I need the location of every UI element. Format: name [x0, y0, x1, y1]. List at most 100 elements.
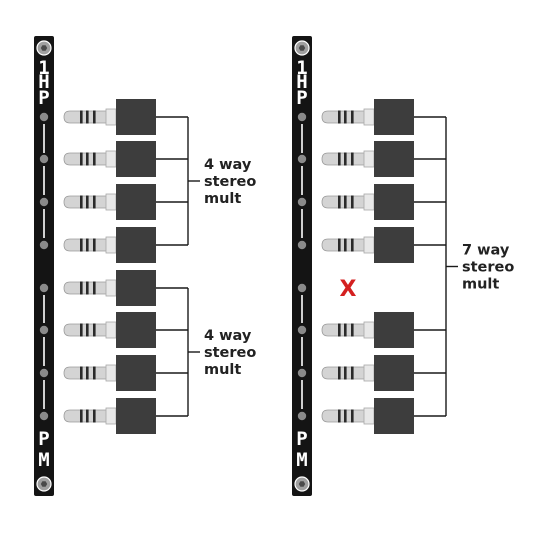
mult-label-line: 4 way [204, 328, 252, 344]
plug-tip [321, 323, 375, 337]
plug-ring [93, 152, 96, 166]
plug-ring [86, 366, 89, 380]
plug [321, 355, 414, 391]
mult-label-line: mult [204, 191, 241, 207]
brand-bottom-char: M [38, 449, 49, 471]
plug-ring [93, 238, 96, 252]
hex-socket-icon [40, 45, 48, 51]
brand-top-char: P [38, 87, 49, 109]
mult-label-line: 7 way [462, 243, 510, 259]
plug-ring [80, 238, 83, 252]
jack-socket [297, 112, 307, 122]
plug-collar [363, 150, 375, 168]
jack-socket [39, 368, 49, 378]
hex-socket-icon [298, 481, 306, 487]
plug-ring [344, 409, 347, 423]
jack-socket [39, 197, 49, 207]
plug-tip [321, 409, 375, 423]
plug-ring [93, 281, 96, 295]
plug-tip [63, 323, 117, 337]
plug-ring [338, 195, 341, 209]
brand-top-char: H [38, 71, 49, 93]
brand-bottom-char: M [296, 449, 307, 471]
plug-ring [86, 152, 89, 166]
plug [321, 312, 414, 348]
plug-tip [63, 110, 117, 124]
plug-tip [321, 238, 375, 252]
plug-collar [105, 108, 117, 126]
plug-ring [344, 366, 347, 380]
plug-collar [105, 193, 117, 211]
plug-ring [351, 409, 354, 423]
plug-collar [105, 150, 117, 168]
mult-label-line: 4 way [204, 157, 252, 173]
plug [63, 312, 156, 348]
jack-socket [297, 240, 307, 250]
plug-ring [80, 195, 83, 209]
plug-body [116, 227, 156, 263]
panel-strip [292, 36, 312, 496]
brand-top-char: 1 [38, 57, 49, 79]
plug-ring [351, 238, 354, 252]
plug [63, 355, 156, 391]
plug-ring [351, 366, 354, 380]
plug-ring [80, 152, 83, 166]
plug-body [116, 398, 156, 434]
brand-top-char: H [296, 71, 307, 93]
brand-bottom-char: P [296, 428, 307, 450]
mult-label-line: mult [204, 362, 241, 378]
plug [321, 227, 414, 263]
jack-socket [297, 368, 307, 378]
unused-jack-mark: X [340, 277, 357, 302]
plug-collar [363, 108, 375, 126]
plug-ring [93, 323, 96, 337]
plug-body [374, 355, 414, 391]
plug-ring [351, 195, 354, 209]
plug-ring [80, 323, 83, 337]
plug [321, 398, 414, 434]
plug-ring [80, 110, 83, 124]
plug-ring [80, 281, 83, 295]
plug-body [116, 184, 156, 220]
plug-body [116, 312, 156, 348]
plug-ring [338, 366, 341, 380]
plug [63, 184, 156, 220]
brand-top-char: 1 [296, 57, 307, 79]
plug-collar [363, 407, 375, 425]
plug [321, 184, 414, 220]
plug-ring [338, 409, 341, 423]
jack-socket [39, 411, 49, 421]
plug-body [116, 141, 156, 177]
jack-socket [297, 283, 307, 293]
plug [63, 270, 156, 306]
plug-ring [351, 152, 354, 166]
plug-ring [86, 195, 89, 209]
plug [63, 141, 156, 177]
plug-body [374, 184, 414, 220]
plug-ring [338, 323, 341, 337]
jack-socket [297, 325, 307, 335]
plug-ring [344, 323, 347, 337]
panel-strip [34, 36, 54, 496]
plug-tip [63, 366, 117, 380]
plug-ring [338, 238, 341, 252]
plug-collar [363, 364, 375, 382]
plug-tip [63, 152, 117, 166]
plug-body [374, 99, 414, 135]
brand-top-char: P [296, 87, 307, 109]
plug-ring [86, 409, 89, 423]
hex-socket-icon [40, 481, 48, 487]
plug-collar [363, 193, 375, 211]
plug [63, 398, 156, 434]
mult-label-line: stereo [204, 345, 256, 361]
plug-ring [86, 238, 89, 252]
plug-ring [93, 409, 96, 423]
plug-ring [86, 323, 89, 337]
brand-bottom-char: P [38, 428, 49, 450]
plug-ring [338, 152, 341, 166]
